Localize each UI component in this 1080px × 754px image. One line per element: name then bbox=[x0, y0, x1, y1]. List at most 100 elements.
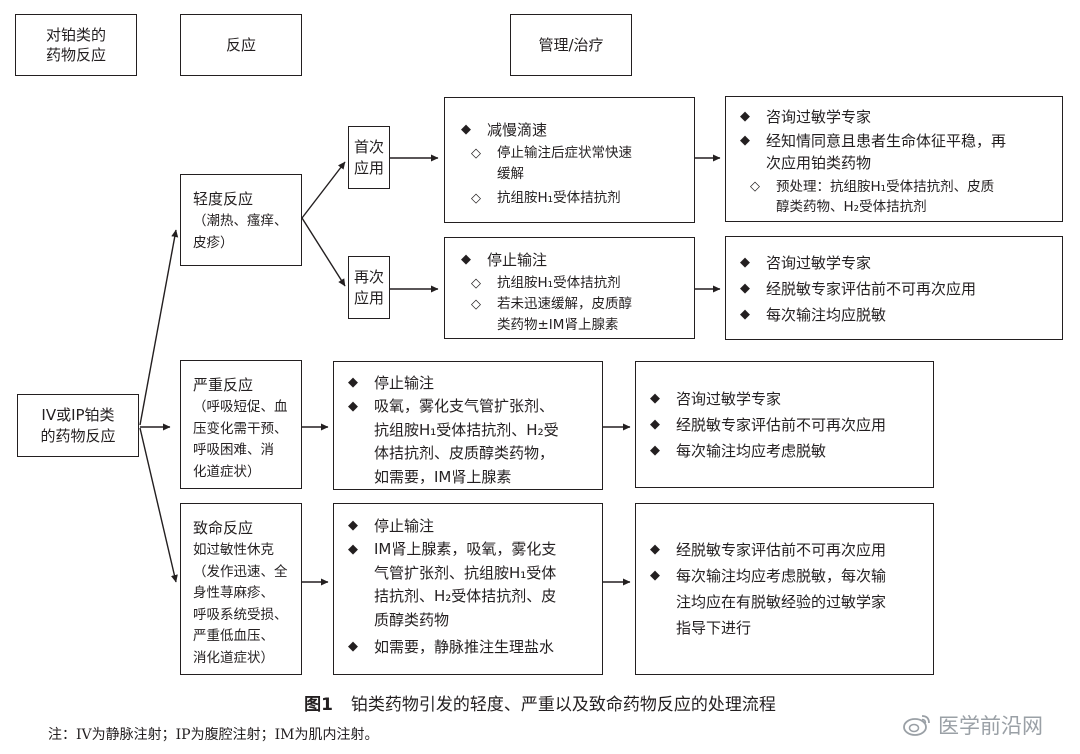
list-item: ◆ 咨询过敏学专家 bbox=[740, 250, 1060, 276]
fatal-reaction-box: 致命反应 如过敏性休克 （发作迅速、全 身性荨麻疹、 呼吸系统受损、 严重低血压… bbox=[180, 503, 302, 675]
watermark: 医学前沿网 bbox=[902, 710, 1043, 740]
list-item: ◆ 经脱敏专家评估前不可再次应用 bbox=[650, 537, 930, 563]
arrow-mild-to-second bbox=[301, 217, 346, 287]
list-item: ◆ IM肾上腺素，吸氧，雾化支 气管扩张剂、抗组胺H₁受体 拮抗剂、H₂受体拮抗… bbox=[348, 538, 603, 632]
mild-first-treatment-sub1: 停止输注后症状常快速 缓解 bbox=[497, 145, 632, 182]
bullet-diamond-icon: ◆ bbox=[740, 109, 750, 124]
list-item: ◆ 经知情同意且患者生命体征平稳，再 次应用铂类药物 bbox=[740, 130, 1060, 174]
list-item: ◇ 若未迅速缓解，皮质醇 类药物±IM肾上腺素 bbox=[461, 294, 693, 336]
weibo-logo-icon bbox=[903, 715, 930, 736]
fatal-followup-item1: 经脱敏专家评估前不可再次应用 bbox=[676, 541, 887, 559]
bullet-diamond-icon: ◆ bbox=[740, 255, 750, 270]
mild-second-treatment-sub1: 抗组胺H₁受体拮抗剂 bbox=[497, 275, 621, 291]
mild-second-treatment-main: 停止输注 bbox=[487, 251, 548, 269]
bullet-diamond-icon: ◆ bbox=[740, 281, 750, 296]
mild-first-followup-box: ◆ 咨询过敏学专家 ◆ 经知情同意且患者生命体征平稳，再 次应用铂类药物 ◇ 预… bbox=[725, 96, 1063, 222]
bullet-diamond-icon: ◆ bbox=[650, 417, 660, 432]
second-application-box: 再次 应用 bbox=[348, 256, 390, 319]
severe-treatment-item1: 停止输注 bbox=[374, 374, 435, 392]
first-application-label: 首次 应用 bbox=[353, 138, 384, 177]
mild-first-treatment-sub2: 抗组胺H₁受体拮抗剂 bbox=[497, 190, 621, 206]
list-item: ◆ 如需要，静脉推注生理盐水 bbox=[348, 632, 603, 662]
list-item: ◆ 每次输注均应考虑脱敏 bbox=[650, 438, 930, 464]
severe-reaction-title: 严重反应 bbox=[193, 376, 254, 394]
severe-followup-item3: 每次输注均应考虑脱敏 bbox=[676, 442, 827, 460]
figure-caption: 图1 铂类药物引发的轻度、严重以及致命药物反应的处理流程 bbox=[0, 690, 1080, 715]
fatal-followup-box: ◆ 经脱敏专家评估前不可再次应用 ◆ 每次输注均应考虑脱敏，每次输 注均应在有脱… bbox=[635, 503, 934, 675]
fatal-reaction-title: 致命反应 bbox=[193, 519, 254, 537]
header-reaction-label: 反应 bbox=[225, 35, 256, 54]
list-item: ◆ 每次输注均应考虑脱敏，每次输 注均应在有脱敏经验的过敏学家 指导下进行 bbox=[650, 563, 930, 641]
mild-reaction-title: 轻度反应 bbox=[193, 190, 254, 208]
mild-second-followup-box: ◆ 咨询过敏学专家 ◆ 经脱敏专家评估前不可再次应用 ◆ 每次输注均应脱敏 bbox=[725, 236, 1063, 340]
bullet-diamond-icon: ◆ bbox=[740, 133, 750, 148]
start-node: IV或IP铂类 的药物反应 bbox=[17, 394, 139, 457]
fatal-treatment-item1: 停止输注 bbox=[374, 517, 435, 535]
bullet-diamond-icon: ◆ bbox=[650, 443, 660, 458]
bullet-diamond-icon: ◆ bbox=[348, 399, 358, 414]
arrow-start-to-fatal bbox=[139, 427, 178, 583]
bullet-diamond-icon: ◆ bbox=[348, 375, 358, 390]
mild-second-followup-item2: 经脱敏专家评估前不可再次应用 bbox=[766, 280, 977, 298]
bullet-diamond-icon: ◆ bbox=[461, 122, 471, 137]
severe-reaction-desc: （呼吸短促、血 压变化需干预、 呼吸困难、消 化道症状） bbox=[193, 399, 288, 480]
header-drug-reaction: 对铂类的 药物反应 bbox=[15, 14, 137, 76]
list-item: ◆ 停止输注 bbox=[348, 371, 603, 395]
figure-title: 铂类药物引发的轻度、严重以及致命药物反应的处理流程 bbox=[350, 695, 776, 715]
fatal-treatment-item3: 如需要，静脉推注生理盐水 bbox=[374, 638, 555, 656]
severe-treatment-item2: 吸氧，雾化支气管扩张剂、 抗组胺H₁受体拮抗剂、H₂受 体拮抗剂、皮质醇类药物，… bbox=[374, 397, 559, 486]
figure-number: 图1 bbox=[304, 695, 333, 715]
fatal-treatment-item2: IM肾上腺素，吸氧，雾化支 气管扩张剂、抗组胺H₁受体 拮抗剂、H₂受体拮抗剂、… bbox=[374, 540, 557, 629]
list-item: ◆ 每次输注均应脱敏 bbox=[740, 302, 1060, 328]
list-item: ◆ 经脱敏专家评估前不可再次应用 bbox=[650, 412, 930, 438]
mild-reaction-box: 轻度反应 （潮热、瘙痒、 皮疹） bbox=[180, 174, 302, 266]
list-item: ◇ 抗组胺H₁受体拮抗剂 bbox=[461, 188, 693, 209]
list-item: ◆ 经脱敏专家评估前不可再次应用 bbox=[740, 276, 1060, 302]
severe-followup-box: ◆ 咨询过敏学专家 ◆ 经脱敏专家评估前不可再次应用 ◆ 每次输注均应考虑脱敏 bbox=[635, 361, 934, 488]
list-item: ◇ 抗组胺H₁受体拮抗剂 bbox=[461, 273, 693, 294]
figure-note: 注：IV为静脉注射；IP为腹腔注射；IM为肌内注射。 bbox=[48, 727, 379, 743]
mild-first-followup-sub1: 预处理：抗组胺H₁受体拮抗剂、皮质 醇类药物、H₂受体拮抗剂 bbox=[776, 179, 995, 215]
list-item: ◆ 停止输注 bbox=[348, 514, 603, 538]
fatal-treatment-box: ◆ 停止输注 ◆ IM肾上腺素，吸氧，雾化支 气管扩张剂、抗组胺H₁受体 拮抗剂… bbox=[333, 503, 603, 675]
bullet-hollow-diamond-icon: ◇ bbox=[750, 179, 760, 194]
first-application-box: 首次 应用 bbox=[348, 126, 390, 189]
list-item: ◇ 停止输注后症状常快速 缓解 bbox=[461, 143, 693, 185]
list-item: ◆ 咨询过敏学专家 bbox=[740, 104, 1060, 130]
list-item: ◆ 停止输注 bbox=[461, 247, 693, 273]
severe-reaction-box: 严重反应 （呼吸短促、血 压变化需干预、 呼吸困难、消 化道症状） bbox=[180, 360, 302, 489]
bullet-hollow-diamond-icon: ◇ bbox=[471, 276, 481, 291]
severe-treatment-box: ◆ 停止输注 ◆ 吸氧，雾化支气管扩张剂、 抗组胺H₁受体拮抗剂、H₂受 体拮抗… bbox=[333, 361, 603, 490]
bullet-diamond-icon: ◆ bbox=[650, 542, 660, 557]
bullet-hollow-diamond-icon: ◇ bbox=[471, 146, 481, 161]
severe-followup-item2: 经脱敏专家评估前不可再次应用 bbox=[676, 416, 887, 434]
mild-first-treatment-main: 减慢滴速 bbox=[487, 121, 548, 139]
bullet-diamond-icon: ◆ bbox=[348, 639, 358, 654]
mild-first-followup-item1: 咨询过敏学专家 bbox=[766, 108, 872, 126]
mild-second-treatment-box: ◆ 停止输注 ◇ 抗组胺H₁受体拮抗剂 ◇ 若未迅速缓解，皮质醇 类药物±IM肾… bbox=[444, 237, 695, 339]
mild-second-treatment-sub2: 若未迅速缓解，皮质醇 类药物±IM肾上腺素 bbox=[497, 296, 632, 333]
watermark-text: 医学前沿网 bbox=[938, 714, 1043, 738]
mild-first-treatment-box: ◆ 减慢滴速 ◇ 停止输注后症状常快速 缓解 ◇ 抗组胺H₁受体拮抗剂 bbox=[444, 97, 695, 223]
bullet-hollow-diamond-icon: ◇ bbox=[471, 191, 481, 206]
bullet-diamond-icon: ◆ bbox=[650, 568, 660, 583]
fatal-reaction-desc: 如过敏性休克 （发作迅速、全 身性荨麻疹、 呼吸系统受损、 严重低血压、 消化道… bbox=[193, 542, 288, 666]
header-management-label: 管理/治疗 bbox=[538, 35, 604, 54]
bullet-diamond-icon: ◆ bbox=[348, 542, 358, 557]
bullet-diamond-icon: ◆ bbox=[650, 391, 660, 406]
arrow-start-to-mild bbox=[139, 229, 179, 426]
bullet-hollow-diamond-icon: ◇ bbox=[471, 297, 481, 312]
mild-first-followup-item2: 经知情同意且患者生命体征平稳，再 次应用铂类药物 bbox=[766, 132, 1007, 172]
arrow-mild-to-first bbox=[301, 161, 346, 219]
bullet-diamond-icon: ◆ bbox=[461, 252, 471, 267]
list-item: ◇ 预处理：抗组胺H₁受体拮抗剂、皮质 醇类药物、H₂受体拮抗剂 bbox=[740, 177, 1060, 217]
start-node-label: IV或IP铂类 的药物反应 bbox=[40, 406, 116, 445]
second-application-label: 再次 应用 bbox=[353, 268, 384, 307]
header-management: 管理/治疗 bbox=[510, 14, 632, 76]
list-item: ◆ 减慢滴速 bbox=[461, 117, 693, 143]
list-item: ◆ 吸氧，雾化支气管扩张剂、 抗组胺H₁受体拮抗剂、H₂受 体拮抗剂、皮质醇类药… bbox=[348, 395, 603, 489]
fatal-followup-item2: 每次输注均应考虑脱敏，每次输 注均应在有脱敏经验的过敏学家 指导下进行 bbox=[676, 567, 887, 637]
header-drug-reaction-label: 对铂类的 药物反应 bbox=[45, 25, 106, 64]
bullet-diamond-icon: ◆ bbox=[740, 307, 750, 322]
bullet-diamond-icon: ◆ bbox=[348, 518, 358, 533]
